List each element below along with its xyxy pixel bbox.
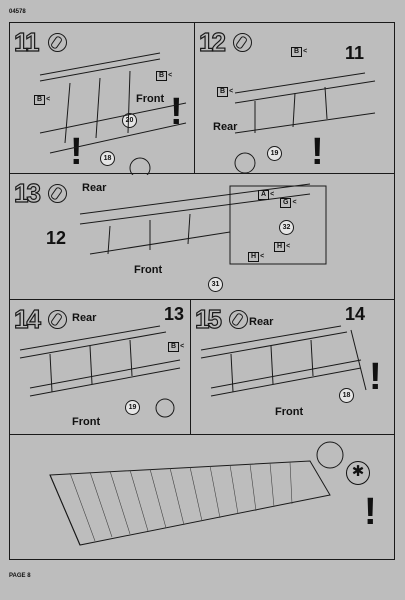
step-15-panel: 15 Rear 14 Front ! 18 (190, 299, 395, 435)
reference-number: 11 (345, 43, 365, 63)
decal-marker: B< (156, 71, 172, 81)
page-label: PAGE 8 (9, 573, 31, 579)
glue-tube-icon (48, 33, 67, 52)
part-number: 19 (125, 400, 140, 415)
exclamation-icon: ! (364, 491, 377, 533)
reference-number: 14 (345, 304, 366, 324)
decal-marker: B< (168, 342, 184, 352)
reference-number: 12 (46, 228, 67, 248)
step-12-panel: 12 11 Rear ! 19 B< B< (194, 22, 395, 174)
exclamation-icon: ! (311, 131, 324, 173)
step-number: 12 (198, 26, 226, 57)
front-label: Front (275, 406, 304, 418)
part-number: 20 (122, 113, 137, 128)
glue-tube-icon (48, 310, 67, 329)
decal-marker: H< (248, 252, 264, 262)
final-assembly-illustration (49, 441, 344, 546)
rear-label: Rear (213, 121, 238, 133)
step-12-illustration (234, 72, 376, 174)
part-number: 18 (339, 388, 354, 403)
decal-marker: G< (280, 198, 297, 208)
decal-marker: B< (217, 87, 233, 97)
part-number: 31 (208, 277, 223, 292)
decal-marker: B< (34, 95, 50, 105)
step-number: 15 (194, 303, 222, 334)
front-label: Front (134, 264, 163, 276)
step-14-illustration (19, 325, 181, 418)
step-number: 14 (13, 303, 41, 334)
cold-snowflake-icon: ✱ (346, 461, 370, 485)
rear-label: Rear (249, 316, 274, 328)
part-number: 32 (279, 220, 294, 235)
part-number: 19 (267, 146, 282, 161)
step-number: 11 (13, 26, 40, 57)
step-16-panel: ✱ ! (9, 434, 395, 560)
decal-marker: B< (291, 47, 307, 57)
glue-tube-icon (229, 310, 248, 329)
exclamation-icon: ! (70, 131, 83, 173)
decal-marker: H< (274, 242, 290, 252)
step-13-illustration (79, 183, 327, 265)
rear-label: Rear (72, 312, 97, 324)
part-number: 18 (100, 151, 115, 166)
front-label: Front (136, 93, 165, 105)
step-11-illustration (39, 52, 187, 175)
step-13-panel: 13 Rear 12 Front 32 31 A< G< H< H< (9, 173, 395, 300)
exclamation-icon: ! (369, 356, 382, 398)
document-id: 04578 (9, 9, 26, 15)
clock-icon (317, 442, 343, 468)
front-label: Front (72, 416, 101, 428)
glue-tube-icon (233, 33, 252, 52)
step-11-panel: 11 Front ! ! 20 18 B< B< (9, 22, 195, 175)
step-14-panel: 14 Rear 13 Front 19 B< (9, 299, 191, 435)
reference-number: 13 (164, 304, 185, 324)
rear-label: Rear (82, 182, 107, 194)
step-number: 13 (13, 177, 41, 208)
glue-tube-icon (48, 184, 67, 203)
exclamation-icon: ! (170, 91, 183, 133)
step-15-illustration (200, 325, 367, 397)
